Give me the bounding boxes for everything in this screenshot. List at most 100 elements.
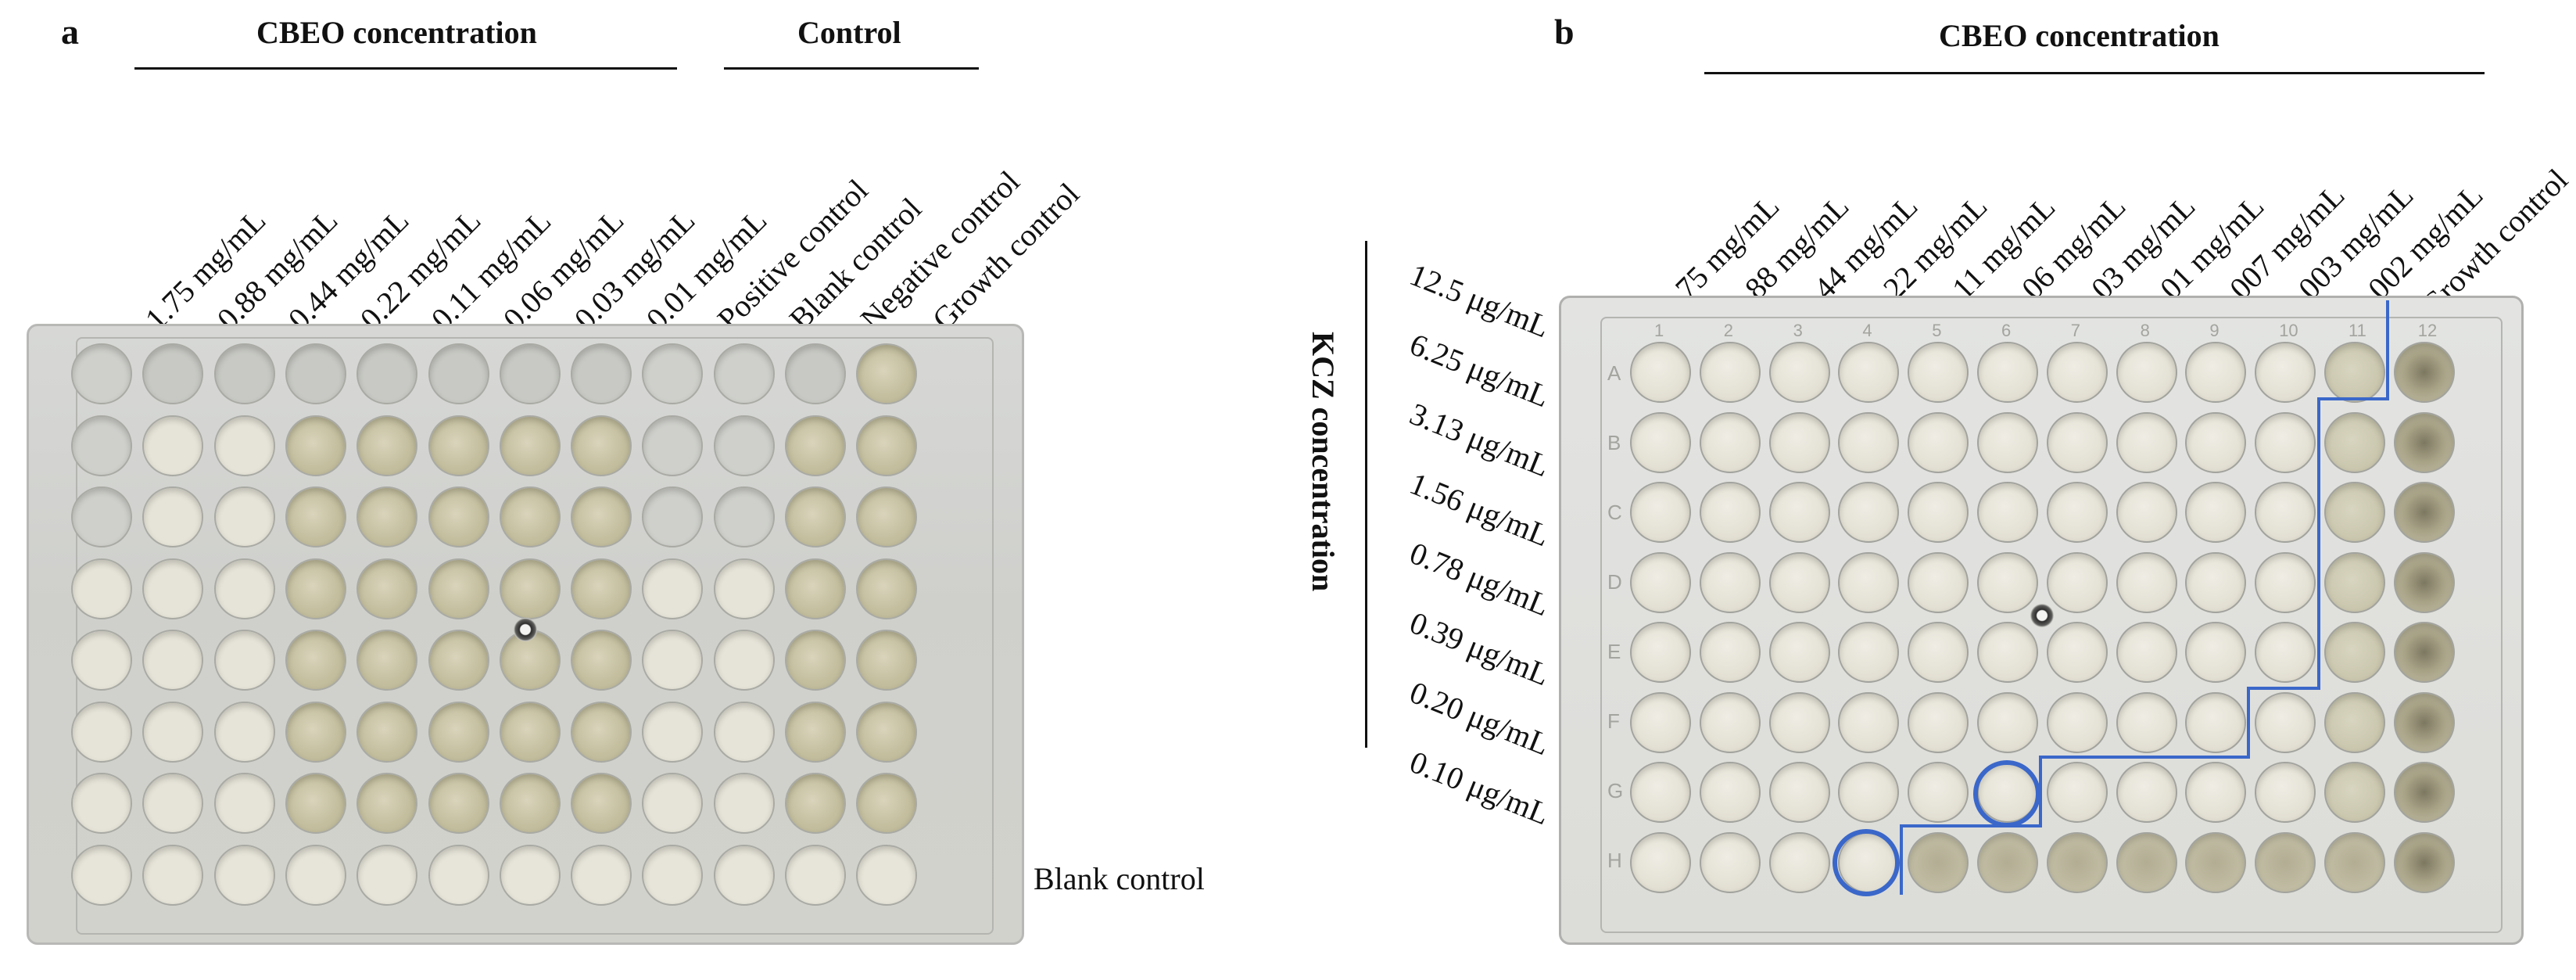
- panel-b-well: [1699, 482, 1761, 543]
- panel-b-plate-col-number: 6: [2001, 321, 2012, 340]
- panel-b-well: [2393, 411, 2455, 473]
- panel-a-well: [428, 630, 489, 691]
- panel-b-mic-segment: [2039, 756, 2250, 759]
- panel-b-well: [1977, 691, 2038, 753]
- panel-b-well: [2393, 622, 2455, 683]
- panel-a-well: [642, 844, 704, 906]
- panel-b-well: [1699, 342, 1761, 403]
- panel-b-well: [1908, 762, 1969, 823]
- panel-b-well: [1768, 482, 1830, 543]
- panel-b-letter: b: [1554, 12, 1575, 52]
- panel-a-well: [356, 844, 418, 906]
- panel-a-well: [213, 701, 275, 763]
- panel-b-plate-col-number: 8: [2140, 321, 2150, 340]
- panel-b-row-title: KCZ concentration: [1306, 332, 1341, 592]
- panel-b-well: [2185, 691, 2247, 753]
- panel-a-well: [856, 701, 918, 763]
- panel-b-plate-col-number: 2: [1723, 321, 1734, 340]
- panel-b-well: [2116, 691, 2177, 753]
- panel-a-well: [71, 558, 132, 619]
- panel-a-well: [213, 415, 275, 476]
- panel-b-plate-col-number: 11: [2348, 321, 2366, 340]
- panel-a-well: [142, 701, 204, 763]
- panel-b-mic-segment: [2386, 300, 2389, 399]
- panel-a-well: [713, 773, 775, 834]
- panel-a-well: [713, 630, 775, 691]
- panel-b-plate-row-letter: C: [1607, 501, 1622, 524]
- panel-b-well: [1699, 622, 1761, 683]
- panel-b-plate-row-letter: G: [1607, 779, 1624, 802]
- panel-b-well: [1977, 622, 2038, 683]
- panel-a-well: [856, 415, 918, 476]
- panel-b-well: [1838, 762, 1900, 823]
- panel-b-well: [2046, 482, 2108, 543]
- panel-a-well: [71, 415, 132, 476]
- panel-a-well: [356, 343, 418, 404]
- panel-a-well: [713, 343, 775, 404]
- panel-b-well: [2116, 551, 2177, 613]
- panel-b-well: [1630, 762, 1691, 823]
- panel-a-well: [428, 343, 489, 404]
- panel-a-letter: a: [61, 12, 79, 52]
- panel-b-highlight-h4: [1833, 829, 1900, 896]
- panel-b-well: [1630, 342, 1691, 403]
- panel-a-well: [499, 343, 561, 404]
- panel-a-well: [785, 630, 846, 691]
- panel-a-well: [428, 558, 489, 619]
- panel-b-well: [1908, 551, 1969, 613]
- panel-a-well: [856, 558, 918, 619]
- panel-b-well: [1908, 342, 1969, 403]
- panel-b-well: [2324, 831, 2385, 893]
- panel-b-well: [1630, 691, 1691, 753]
- panel-a-well: [499, 773, 561, 834]
- panel-b-well: [1630, 482, 1691, 543]
- panel-b-well: [1768, 831, 1830, 893]
- panel-a-well: [642, 415, 704, 476]
- panel-a-well: [285, 343, 346, 404]
- panel-b-mic-segment: [2247, 687, 2250, 757]
- panel-b-well: [1838, 482, 1900, 543]
- panel-a-well: [785, 343, 846, 404]
- panel-b-well: [2116, 482, 2177, 543]
- panel-b-well: [2185, 342, 2247, 403]
- panel-a-well: [642, 773, 704, 834]
- panel-b-well: [1630, 622, 1691, 683]
- panel-a-well: [571, 773, 632, 834]
- panel-b-well: [1908, 831, 1969, 893]
- panel-a-well: [642, 558, 704, 619]
- panel-a-well: [213, 773, 275, 834]
- panel-b-plate-marker: [2030, 604, 2054, 627]
- panel-a-well: [856, 773, 918, 834]
- panel-a-well: [142, 773, 204, 834]
- panel-a-well: [856, 343, 918, 404]
- panel-b-well: [1768, 691, 1830, 753]
- panel-b-plate-col-number: 10: [2279, 321, 2298, 340]
- panel-a-plate-marker: [514, 618, 537, 641]
- panel-a-well: [142, 415, 204, 476]
- panel-a-well: [499, 844, 561, 906]
- panel-a-well: [356, 773, 418, 834]
- panel-b-plate-row-letter: A: [1607, 361, 1621, 385]
- panel-b-plate-col-number: 3: [1793, 321, 1803, 340]
- panel-b-well: [2255, 482, 2316, 543]
- panel-b-well: [2324, 411, 2385, 473]
- panel-a-well: [571, 844, 632, 906]
- panel-b-well: [2393, 482, 2455, 543]
- panel-b-well: [1699, 691, 1761, 753]
- panel-a-well: [713, 415, 775, 476]
- panel-a-well: [642, 486, 704, 547]
- panel-a-well: [642, 630, 704, 691]
- panel-a-well: [499, 701, 561, 763]
- panel-b-well: [1699, 762, 1761, 823]
- panel-a-control-header: Control: [797, 15, 901, 50]
- panel-b-well: [1768, 342, 1830, 403]
- panel-a-well: [71, 773, 132, 834]
- panel-b-well: [1630, 551, 1691, 613]
- panel-b-well: [1699, 411, 1761, 473]
- panel-a-well: [142, 844, 204, 906]
- panel-b-mic-segment: [1900, 824, 2042, 827]
- panel-a-well: [785, 558, 846, 619]
- panel-a-well: [428, 844, 489, 906]
- panel-b-plate-rim: [1600, 317, 2503, 933]
- panel-b-well: [1908, 622, 1969, 683]
